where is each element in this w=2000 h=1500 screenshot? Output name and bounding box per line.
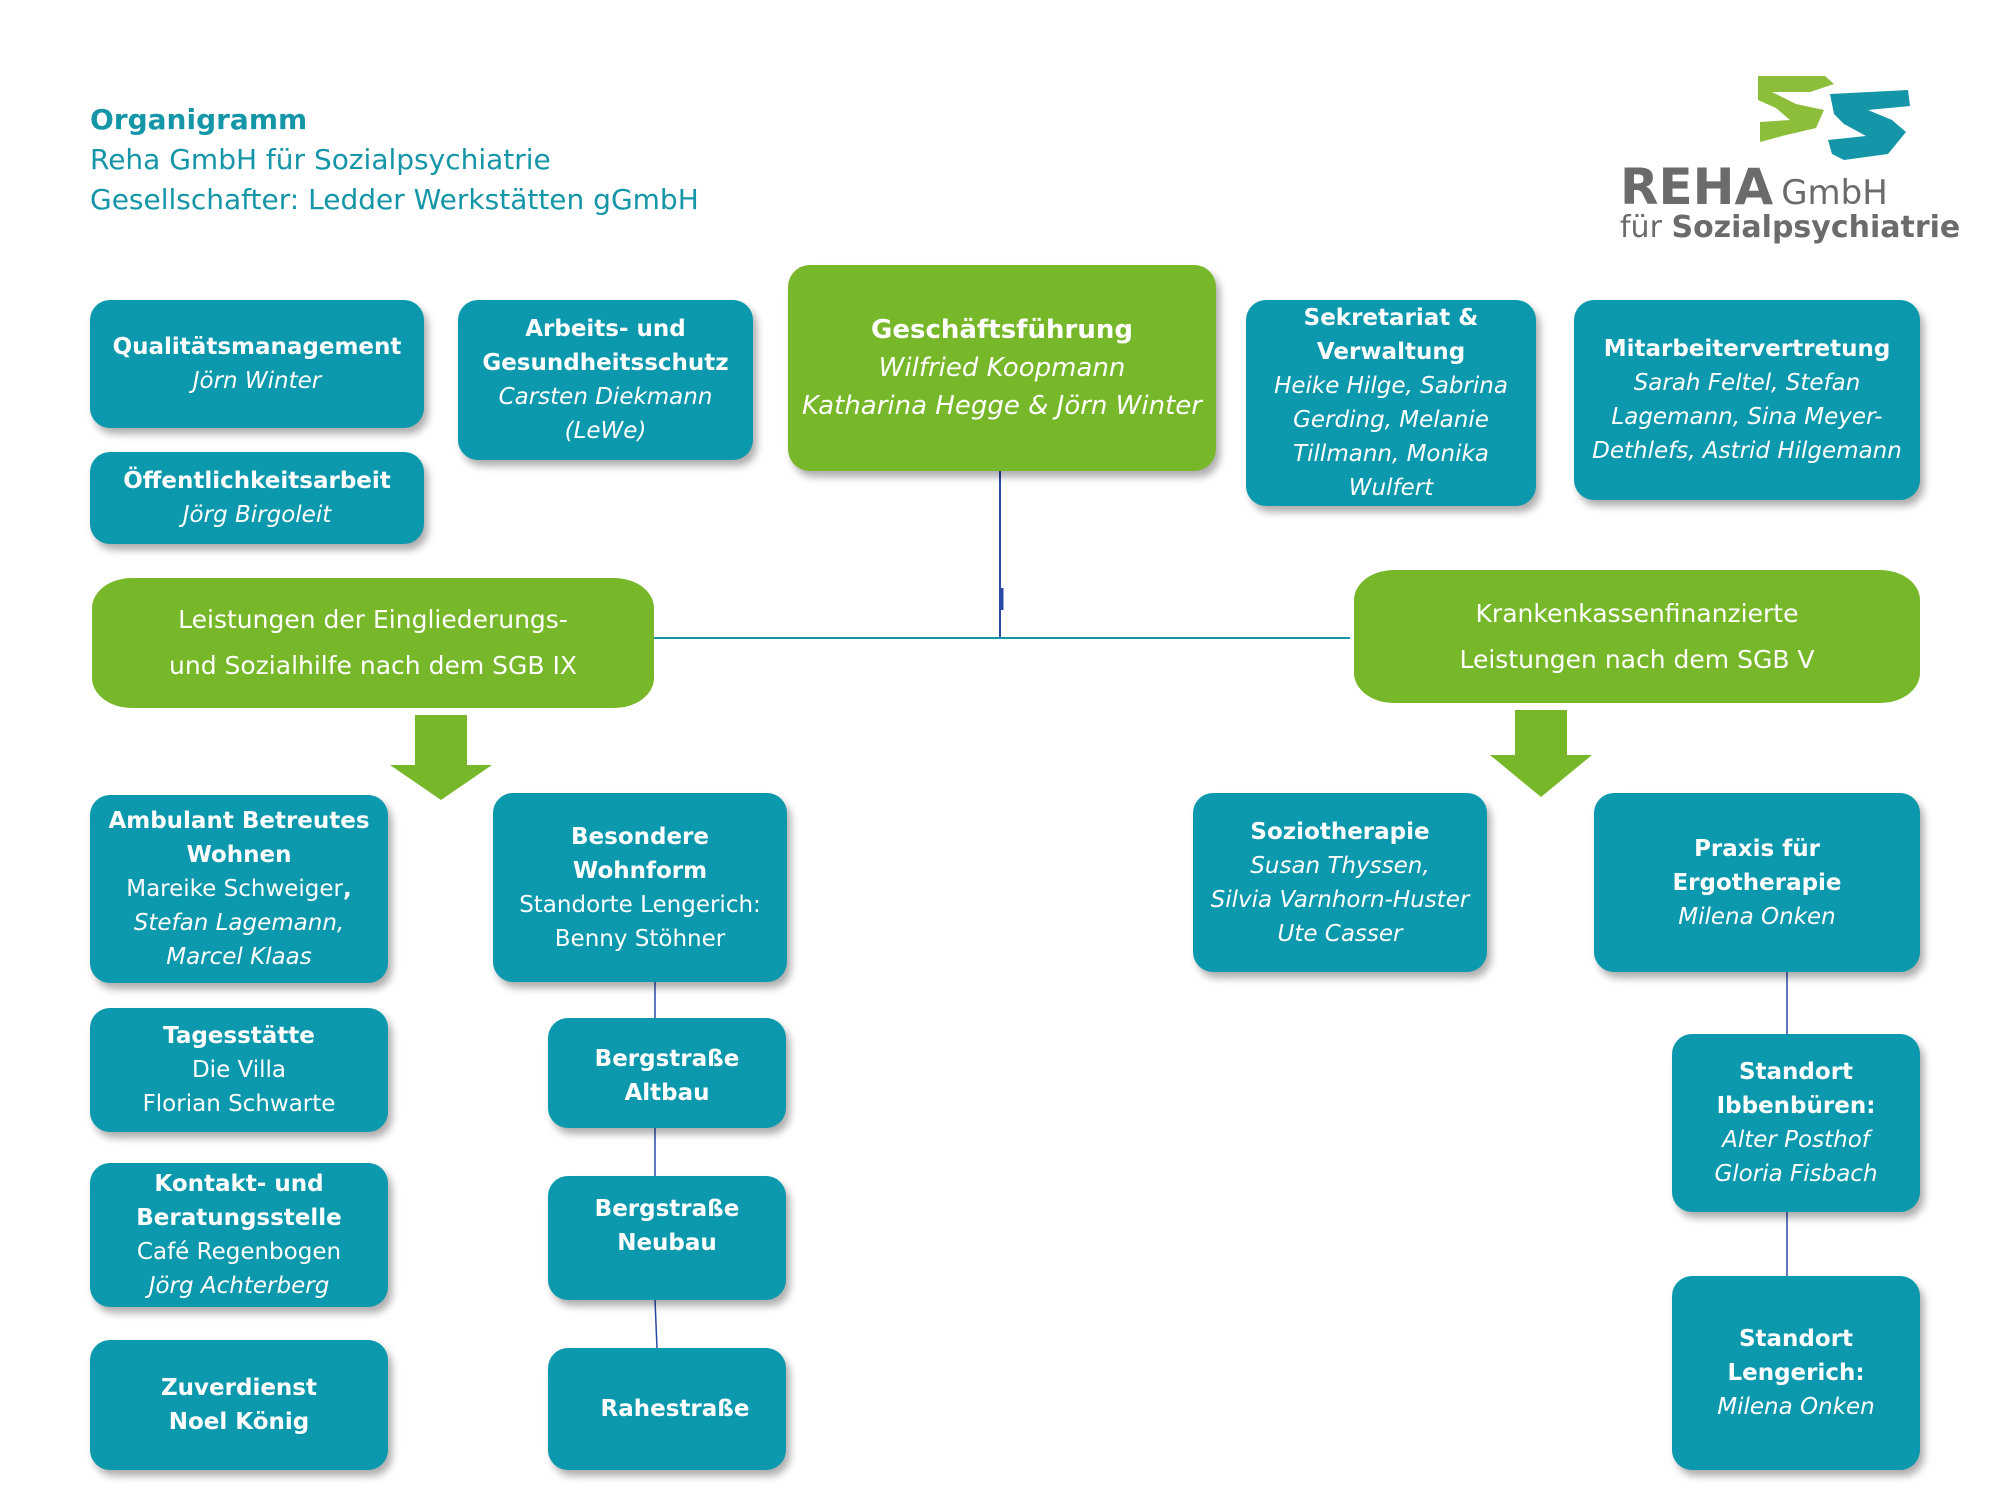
rah-title: Rahestraße bbox=[600, 1396, 750, 1422]
mav-name-3: Dethlefs, Astrid Hilgemann bbox=[1592, 438, 1902, 464]
ergo-title: Praxis für Ergotherapie bbox=[1672, 835, 1842, 896]
right-pill-line-2: Leistungen nach dem SGB V bbox=[1459, 644, 1815, 674]
mav-box: Mitarbeitervertretung Sarah Feltel, Stef… bbox=[1574, 300, 1920, 500]
right-pill-sgb-v: Krankenkassenfinanzierte Leistungen nach… bbox=[1354, 570, 1920, 703]
abw-name-1: Mareike Schweiger, bbox=[126, 876, 352, 902]
page-header: Organigramm Reha GmbH für Sozialpsychiat… bbox=[90, 100, 699, 220]
zuv-box: Zuverdienst Noel König bbox=[90, 1340, 388, 1470]
qm-name: Jörn Winter bbox=[192, 368, 322, 394]
logo-text-line2: für Sozialpsychiatrie bbox=[1620, 210, 1961, 245]
abw-title-2: Wohnen bbox=[186, 842, 292, 868]
sek-title-2: Verwaltung bbox=[1316, 339, 1466, 365]
bw-line-2: Benny Stöhner bbox=[554, 925, 726, 952]
page-title: Organigramm bbox=[90, 103, 308, 136]
sozio-name-3: Ute Casser bbox=[1277, 920, 1403, 947]
shareholder-line: Gesellschafter: Ledder Werkstätten gGmbH bbox=[90, 183, 699, 216]
sek-name-1: Heike Hilge, Sabrina bbox=[1274, 373, 1508, 399]
ags-name-1: Carsten Diekmann bbox=[498, 384, 713, 410]
abw-name-2: Stefan Lagemann, bbox=[133, 910, 345, 936]
mav-title: Mitarbeitervertretung bbox=[1603, 336, 1891, 362]
oa-name: Jörg Birgoleit bbox=[182, 502, 332, 528]
ibb-title-2: Ibbenbüren: bbox=[1716, 1093, 1876, 1119]
right-pill-line-1: Krankenkassenfinanzierte bbox=[1475, 598, 1799, 628]
bgn-box: Bergstraße Neubau bbox=[548, 1176, 786, 1300]
ergo-box: Praxis für Ergotherapie Milena Onken bbox=[1594, 793, 1920, 972]
qm-box: Qualitätsmanagement Jörn Winter bbox=[90, 300, 424, 428]
sozio-name-1: Susan Thyssen, bbox=[1250, 852, 1430, 879]
abw-box: Ambulant Betreutes Wohnen Mareike Schwei… bbox=[90, 795, 388, 983]
mav-name-2: Lagemann, Sina Meyer- bbox=[1611, 404, 1883, 430]
sozio-name-2: Silvia Varnhorn-Huster bbox=[1210, 886, 1470, 913]
rah-box: Rahestraße bbox=[548, 1348, 786, 1470]
right-down-arrow bbox=[1490, 710, 1592, 797]
kbs-title-2: Beratungsstelle bbox=[136, 1205, 342, 1231]
gf-name-2: Katharina Hegge & Jörn Winter bbox=[802, 391, 1202, 421]
left-pill-sgb-ix: Leistungen der Eingliederungs- und Sozia… bbox=[92, 578, 654, 708]
bgn-title-1: Bergstraße bbox=[594, 1196, 740, 1222]
abw-name-3: Marcel Klaas bbox=[166, 944, 312, 970]
oa-box: Öffentlichkeitsarbeit Jörg Birgoleit bbox=[90, 452, 424, 544]
bw-connector-line-3 bbox=[654, 1299, 658, 1349]
left-pill-line-1: Leistungen der Eingliederungs- bbox=[178, 605, 568, 634]
ibb-name-1: Alter Posthof bbox=[1722, 1127, 1870, 1153]
logo-mark-icon bbox=[1758, 76, 1910, 160]
tag-name-2: Florian Schwarte bbox=[142, 1091, 336, 1117]
len-title-1: Standort bbox=[1738, 1326, 1854, 1352]
bw-line-1: Standorte Lengerich: bbox=[519, 891, 761, 918]
gf-title: Geschäftsführung bbox=[871, 315, 1133, 345]
sozio-title: Soziotherapie bbox=[1250, 818, 1430, 845]
zuv-name: Noel König bbox=[168, 1409, 310, 1435]
ags-box: Arbeits- und Gesundheitsschutz Carsten D… bbox=[458, 300, 753, 460]
ergo-name: Milena Onken bbox=[1678, 903, 1836, 930]
len-name: Milena Onken bbox=[1717, 1394, 1875, 1420]
bga-box: Bergstraße Altbau bbox=[548, 1018, 786, 1128]
gf-name-1: Wilfried Koopmann bbox=[878, 353, 1126, 383]
qm-title: Qualitätsmanagement bbox=[112, 334, 402, 360]
left-pill-line-2: und Sozialhilfe nach dem SGB IX bbox=[169, 651, 577, 680]
bga-title: Bergstraße Altbau bbox=[594, 1046, 740, 1106]
ibb-title-1: Standort bbox=[1738, 1059, 1854, 1085]
tag-title: Tagesstätte bbox=[163, 1023, 315, 1049]
bw-box: Besondere Wohnform Standorte Lengerich: … bbox=[493, 793, 787, 982]
ibb-name-2: Gloria Fisbach bbox=[1714, 1161, 1878, 1187]
left-down-arrow bbox=[390, 715, 492, 800]
mav-name-1: Sarah Feltel, Stefan bbox=[1633, 370, 1861, 396]
ags-name-2: (LeWe) bbox=[564, 418, 647, 444]
gf-box: Geschäftsführung Wilfried Koopmann Katha… bbox=[788, 265, 1216, 471]
zuv-title: Zuverdienst bbox=[161, 1375, 317, 1401]
oa-title: Öffentlichkeitsarbeit bbox=[123, 468, 391, 494]
len-title-2: Lengerich: bbox=[1727, 1360, 1865, 1386]
tag-name-1: Die Villa bbox=[191, 1057, 287, 1083]
sek-name-2: Gerding, Melanie bbox=[1293, 407, 1489, 433]
kbs-name-2: Jörg Achterberg bbox=[148, 1273, 330, 1299]
kbs-title-1: Kontakt- und bbox=[154, 1171, 324, 1197]
abw-title-1: Ambulant Betreutes bbox=[108, 808, 370, 834]
sek-title-1: Sekretariat & bbox=[1303, 305, 1479, 331]
ibb-box: Standort Ibbenbüren: Alter Posthof Glori… bbox=[1672, 1034, 1920, 1212]
company-name: Reha GmbH für Sozialpsychiatrie bbox=[90, 143, 551, 176]
kbs-name-1: Café Regenbogen bbox=[136, 1239, 342, 1265]
len-box: Standort Lengerich: Milena Onken bbox=[1672, 1276, 1920, 1470]
bgn-title-2: Neubau bbox=[617, 1230, 717, 1256]
bw-title: Besondere Wohnform bbox=[571, 823, 709, 884]
sek-name-4: Wulfert bbox=[1348, 475, 1434, 501]
ags-title-2: Gesundheitsschutz bbox=[482, 350, 729, 376]
sozio-box: Soziotherapie Susan Thyssen, Silvia Varn… bbox=[1193, 793, 1487, 972]
kbs-box: Kontakt- und Beratungsstelle Café Regenb… bbox=[90, 1163, 388, 1307]
sek-box: Sekretariat & Verwaltung Heike Hilge, Sa… bbox=[1246, 300, 1536, 506]
sek-name-3: Tillmann, Monika bbox=[1293, 441, 1489, 467]
tag-box: Tagesstätte Die Villa Florian Schwarte bbox=[90, 1008, 388, 1132]
ags-title-1: Arbeits- und bbox=[525, 316, 686, 342]
